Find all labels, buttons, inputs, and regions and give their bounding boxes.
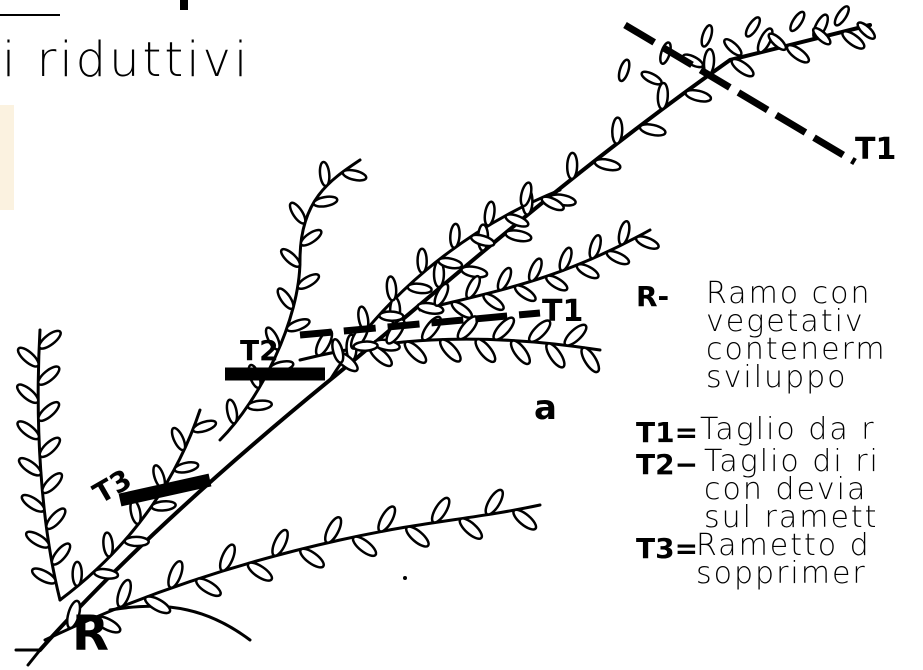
leaf — [342, 168, 367, 182]
leaf — [544, 273, 569, 293]
legend-line: sopprimer — [696, 560, 867, 588]
leaf — [457, 515, 485, 542]
leaf — [684, 88, 712, 104]
leaf — [225, 399, 239, 424]
leaf — [594, 157, 621, 172]
legend-line: sviluppo — [706, 364, 848, 392]
label-branch-a: a — [534, 388, 557, 428]
leaf — [722, 37, 744, 58]
leaf — [319, 162, 331, 187]
leaf — [353, 341, 377, 351]
leaf — [785, 42, 812, 65]
leaf — [505, 228, 532, 243]
leaf — [729, 56, 756, 79]
leaf — [575, 261, 600, 280]
legend-key: T1= — [636, 418, 698, 448]
label-branch-r: R — [72, 606, 109, 662]
leaf — [287, 201, 308, 226]
leaf — [743, 15, 762, 38]
leaf — [143, 593, 173, 616]
leaf — [407, 282, 432, 294]
leaf — [640, 69, 663, 87]
leaf — [788, 10, 807, 33]
leaf — [481, 291, 506, 312]
leaf — [635, 234, 661, 251]
legend-key: R- — [636, 282, 669, 312]
leaf — [49, 541, 73, 567]
leaf — [567, 153, 578, 179]
leaf — [330, 338, 345, 364]
leaf — [832, 4, 851, 27]
leaf — [403, 523, 431, 549]
legend-key: T2− — [636, 450, 698, 480]
leaf — [194, 575, 223, 599]
leaf — [102, 532, 113, 557]
leaf — [350, 533, 379, 559]
leaf — [513, 283, 538, 304]
leaf — [73, 562, 82, 586]
lower-left-twig — [110, 606, 250, 640]
label-t2: T2 — [240, 334, 279, 367]
leaf — [43, 506, 68, 532]
label-t1-top: T1 — [855, 132, 896, 167]
leaf — [511, 507, 539, 533]
legend: R- Ramo con vegetativ contenerm sviluppo… — [636, 270, 923, 670]
leaf — [379, 311, 403, 321]
legend-key: T3= — [636, 534, 698, 564]
leaf — [617, 59, 632, 82]
leaf — [612, 117, 623, 143]
leaf — [125, 537, 149, 547]
leaf — [450, 224, 461, 249]
leaf — [417, 249, 426, 273]
leaf — [402, 339, 429, 366]
leaf — [605, 248, 631, 266]
base-tip — [16, 650, 40, 665]
label-t1-mid: T1 — [542, 294, 583, 329]
leaf — [245, 559, 274, 583]
ink-dot — [403, 576, 407, 580]
leaf — [386, 276, 397, 301]
leaf — [40, 470, 65, 495]
leaf — [298, 546, 327, 571]
leaf — [657, 83, 668, 109]
leaf — [275, 286, 296, 311]
leaf — [470, 233, 496, 249]
leaf — [639, 122, 667, 137]
leaf — [700, 24, 715, 47]
leaf — [169, 426, 187, 452]
legend-line: Taglio da r — [700, 416, 876, 444]
